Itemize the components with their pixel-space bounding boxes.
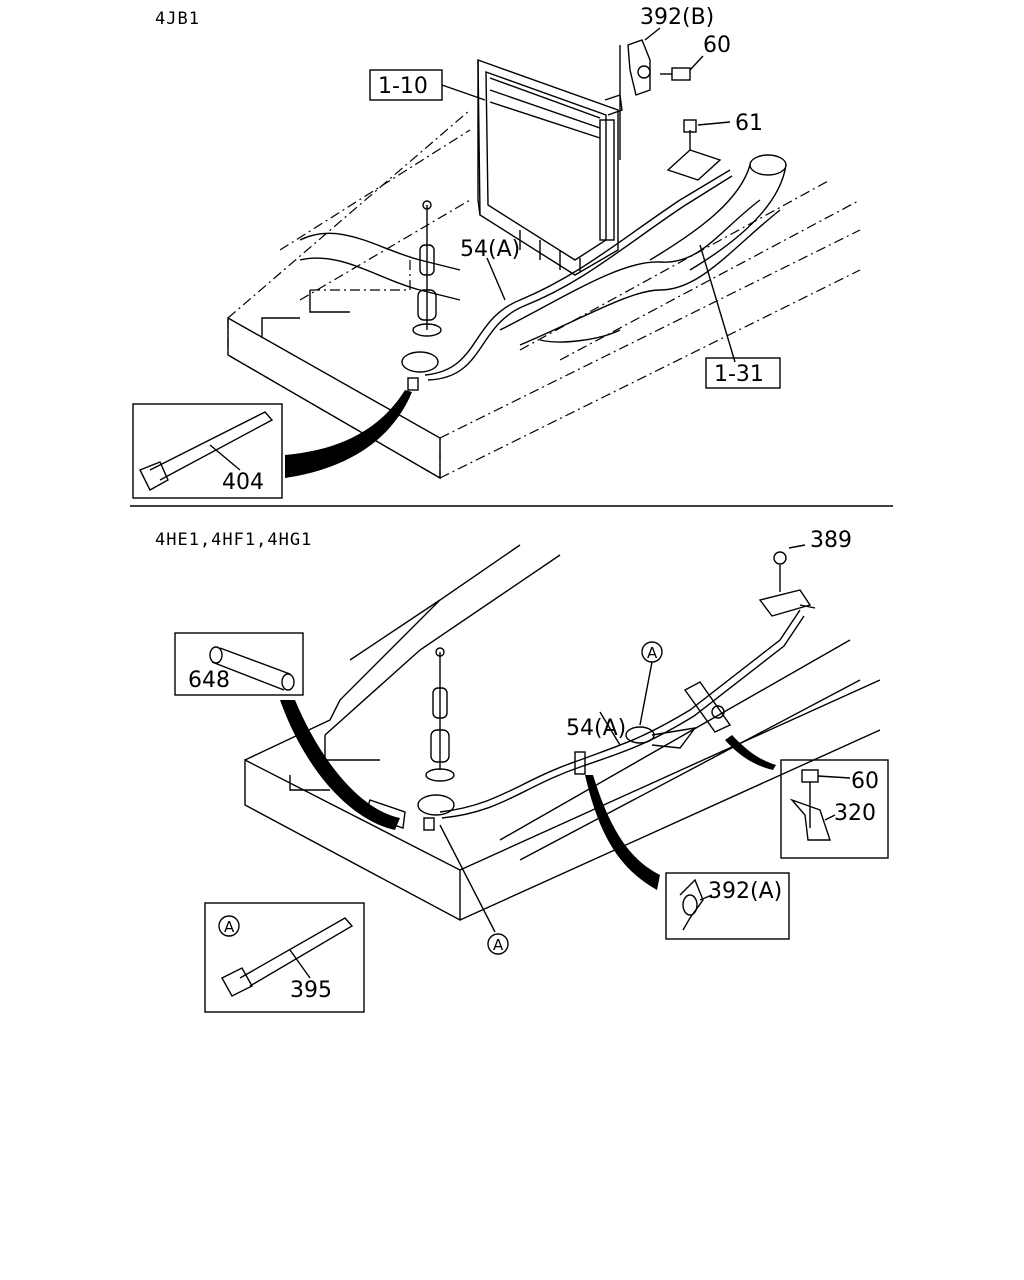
callout-box-1-31 [705,357,781,389]
detail-box-60-320: 60 320 [725,735,889,859]
leader-1-10 [441,84,486,101]
circle-a-lower [487,933,509,955]
clamp-392b [619,27,704,160]
callout-392b: 392(B) [640,5,714,30]
leader-389 [788,544,806,549]
callout-392a: 392(A) [708,879,782,904]
hoses-top [299,154,787,346]
callout-61: 61 [735,111,763,136]
callout-54a-top: 54(A) [460,237,520,262]
callout-395: 395 [290,978,332,1003]
detail-box-395: A 395 [204,902,365,1013]
callout-320: 320 [834,801,876,826]
leader-a-lower [439,824,496,933]
circle-a-lower-label: A [493,936,504,954]
bracket-61 [666,119,731,181]
circle-a-upper [641,641,663,663]
radiator [477,59,623,276]
engine-label-4he1: 4HE1,4HF1,4HG1 [155,530,312,550]
chassis-frame-top [227,109,861,480]
callout-1-31: 1-31 [714,362,764,387]
detail-box-648: 648 [174,632,406,830]
circle-a-upper-label: A [647,644,658,662]
callout-1-10: 1-10 [378,74,428,99]
leader-54a-top [486,257,506,301]
callout-648: 648 [188,668,230,693]
chassis-frame-bottom [244,544,881,922]
callout-404: 404 [222,470,264,495]
callout-60-top: 60 [703,33,731,58]
detail-box-392a: 392(A) [585,775,790,940]
leader-a-upper [639,661,653,726]
cable-54a-top [401,169,733,391]
top-section: 4JB1 [132,5,861,499]
leader-1-31 [699,244,736,363]
cable-54a-bottom [417,551,816,831]
detail-box-404: 404 [132,390,412,499]
callout-60-bottom: 60 [851,769,879,794]
leader-54a-bottom [599,711,621,746]
circle-a-box [218,915,240,937]
engine-label-4jb1: 4JB1 [155,9,200,29]
callout-box-1-10 [369,69,443,101]
callout-389: 389 [810,528,852,553]
callout-54a-bottom: 54(A) [566,716,626,741]
circle-a-box-label: A [224,918,235,936]
bottom-section: 4HE1,4HF1,4HG1 [155,528,889,1013]
